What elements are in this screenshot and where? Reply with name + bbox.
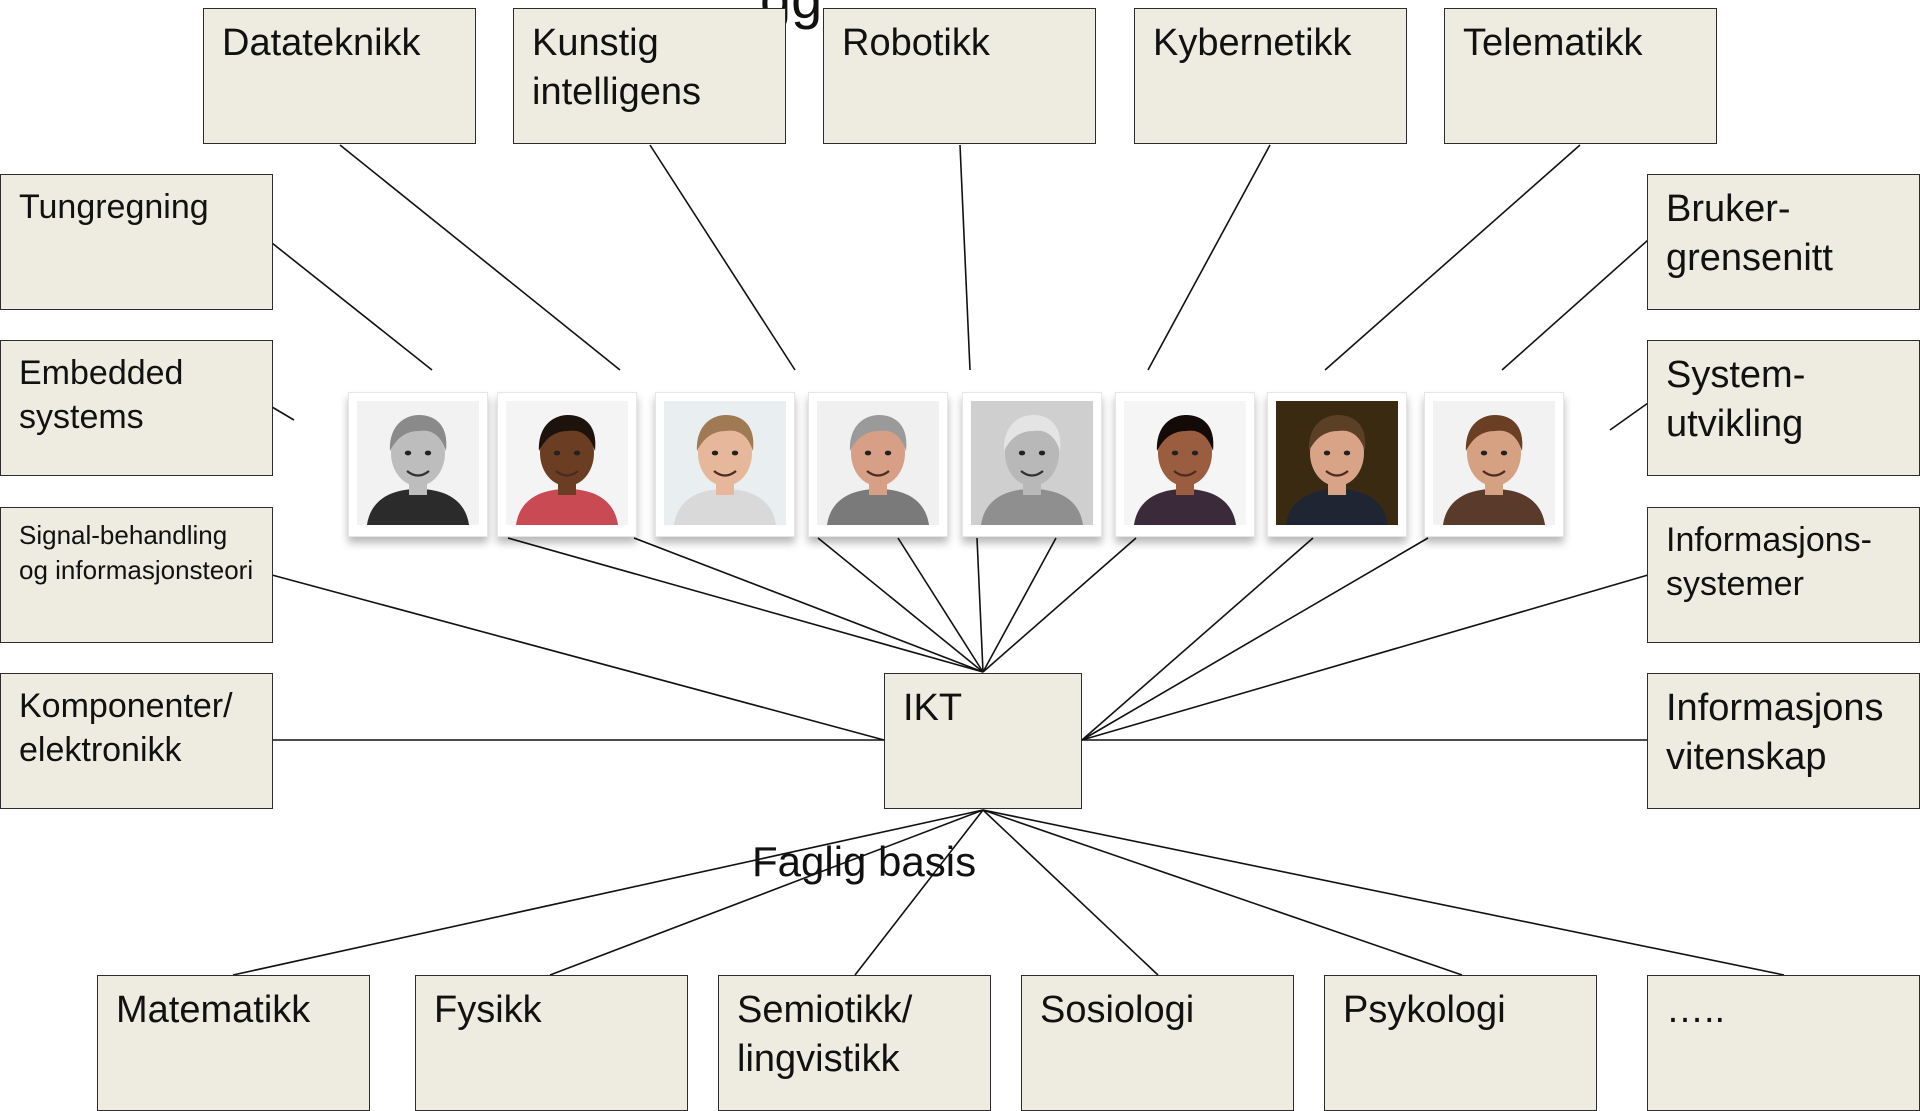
connector-line — [271, 574, 885, 741]
box-label: Tungregning — [19, 188, 209, 226]
connector-line — [1324, 144, 1581, 371]
connector-line — [982, 809, 1463, 976]
connector-line — [649, 144, 796, 371]
box-label: Informasjons vitenskap — [1666, 687, 1884, 779]
portrait-image — [1433, 401, 1555, 525]
headshot-photo — [1267, 392, 1407, 537]
box-telematikk: Telematikk — [1444, 8, 1717, 144]
box-sosiologi: Sosiologi — [1021, 975, 1294, 1111]
box-robotikk: Robotikk — [823, 8, 1096, 144]
box-komponenter-elektronikk: Komponenter/ elektronikk — [0, 673, 273, 809]
portrait-image — [357, 401, 479, 525]
box-label: Informasjons-systemer — [1666, 521, 1872, 604]
box-system-utvikling: System-utvikling — [1647, 340, 1920, 476]
headshot-photo — [497, 392, 637, 537]
box-label: Kybernetikk — [1153, 22, 1352, 64]
connector-line — [1609, 402, 1649, 431]
connector-line — [1081, 537, 1314, 741]
box-label: Komponenter/ elektronikk — [19, 687, 233, 770]
connector-line — [1147, 144, 1271, 371]
box-matematikk: Matematikk — [97, 975, 370, 1111]
box-ellipsis: ….. — [1647, 975, 1920, 1111]
box-label: Fysikk — [434, 989, 542, 1031]
box-label: Semiotikk/ lingvistikk — [737, 989, 913, 1081]
box-label: Datateknikk — [222, 22, 421, 64]
connector-line — [271, 242, 433, 371]
box-bruker-grensenitt: Bruker-grensenitt — [1647, 174, 1920, 310]
connector-line — [549, 809, 984, 976]
box-psykologi: Psykologi — [1324, 975, 1597, 1111]
portrait-image — [817, 401, 939, 525]
headshot-photo — [1424, 392, 1564, 537]
box-label: Robotikk — [842, 22, 990, 64]
box-informasjons-systemer: Informasjons-systemer — [1647, 507, 1920, 643]
box-kunstig-intelligens: Kunstig intelligens — [513, 8, 786, 144]
connector-line — [1081, 574, 1649, 741]
box-ikt: IKT — [884, 673, 1082, 809]
connector-line — [976, 537, 984, 673]
portrait-image — [506, 401, 628, 525]
box-tungregning: Tungregning — [0, 174, 273, 310]
box-label: Psykologi — [1343, 989, 1506, 1031]
connector-line — [633, 537, 984, 673]
box-label: System-utvikling — [1666, 354, 1806, 446]
connector-line — [982, 537, 1057, 673]
box-label: IKT — [903, 687, 963, 729]
connector-line — [271, 406, 295, 421]
connector-line — [1081, 537, 1429, 741]
connector-line — [232, 809, 984, 976]
box-label: Telematikk — [1463, 22, 1643, 64]
box-label: Matematikk — [116, 989, 311, 1031]
headshot-photo — [962, 392, 1102, 537]
portrait-image — [664, 401, 786, 525]
box-label: Signal-behandling og informasjonsteori — [19, 520, 254, 586]
box-signal-behandling: Signal-behandling og informasjonsteori — [0, 507, 273, 643]
box-label: Sosiologi — [1040, 989, 1195, 1031]
faglig-basis-label: Faglig basis — [752, 838, 977, 885]
headshot-photo — [655, 392, 795, 537]
headshot-photo — [808, 392, 948, 537]
connector-line — [339, 144, 621, 371]
box-fysikk: Fysikk — [415, 975, 688, 1111]
connector-line — [507, 537, 984, 673]
box-semiotikk-lingvistikk: Semiotikk/ lingvistikk — [718, 975, 991, 1111]
box-informasjons-vitenskap: Informasjons vitenskap — [1647, 673, 1920, 809]
box-embedded-systems: Embedded systems — [0, 340, 273, 476]
box-label: Kunstig intelligens — [532, 22, 701, 114]
connector-line — [854, 809, 984, 976]
box-label: Embedded systems — [19, 354, 184, 437]
connector-line — [982, 809, 1159, 976]
connector-line — [897, 537, 984, 673]
headshot-photo — [348, 392, 488, 537]
box-label: ….. — [1666, 989, 1726, 1031]
box-kybernetikk: Kybernetikk — [1134, 8, 1407, 144]
connector-line — [982, 809, 1785, 976]
box-label: Bruker-grensenitt — [1666, 188, 1833, 280]
portrait-image — [971, 401, 1093, 525]
portrait-image — [1276, 401, 1398, 525]
portrait-image — [1124, 401, 1246, 525]
connector-line — [959, 144, 971, 371]
connector-line — [982, 537, 1137, 673]
box-datateknikk: Datateknikk — [203, 8, 476, 144]
headshot-photo — [1115, 392, 1255, 537]
connector-line — [1501, 239, 1649, 371]
connector-line — [817, 537, 984, 673]
